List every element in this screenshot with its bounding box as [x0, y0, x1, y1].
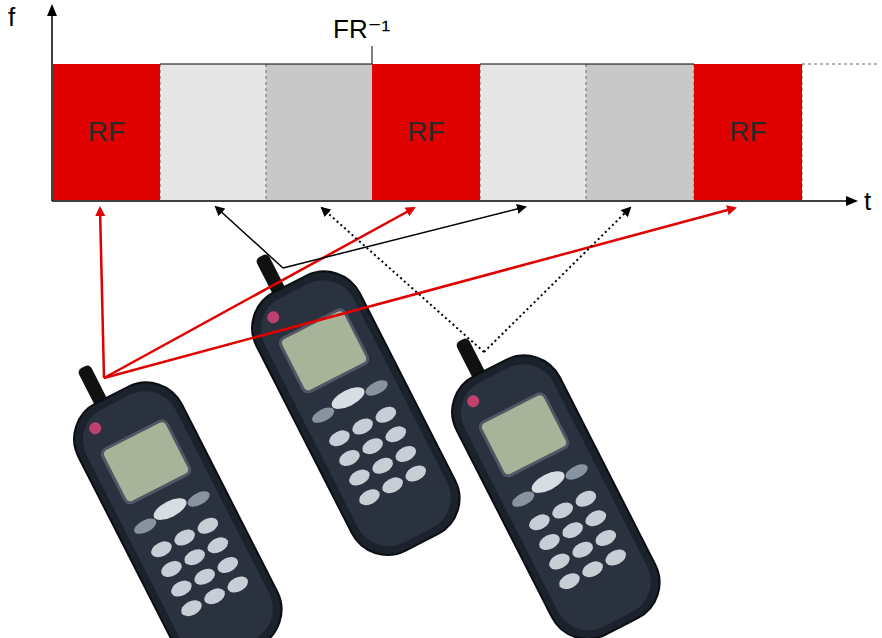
mobile-phone: [421, 308, 673, 638]
mobile-phone: [221, 224, 473, 569]
time-slot: [160, 64, 266, 200]
slot-divider: [160, 64, 880, 200]
time-slot: [266, 64, 372, 200]
slot-label: RF: [407, 116, 444, 148]
rf-slot: RF: [53, 64, 160, 200]
frame-tick: [372, 46, 373, 64]
axis-label: t: [864, 188, 871, 214]
rf-slot: RF: [694, 64, 802, 200]
access-arrow: [100, 208, 735, 378]
access-arrow: [322, 208, 630, 352]
frame-period-label: FR⁻¹: [333, 16, 390, 42]
mobile-phone: [43, 335, 295, 638]
time-slot: [480, 64, 586, 200]
time-slot: [586, 64, 694, 200]
access-arrow: [216, 207, 525, 268]
rf-slot: RF: [372, 64, 480, 200]
slot-label: RF: [88, 116, 125, 148]
axes: [47, 4, 858, 206]
axis-label: f: [8, 4, 15, 30]
slot-label: RF: [729, 116, 766, 148]
